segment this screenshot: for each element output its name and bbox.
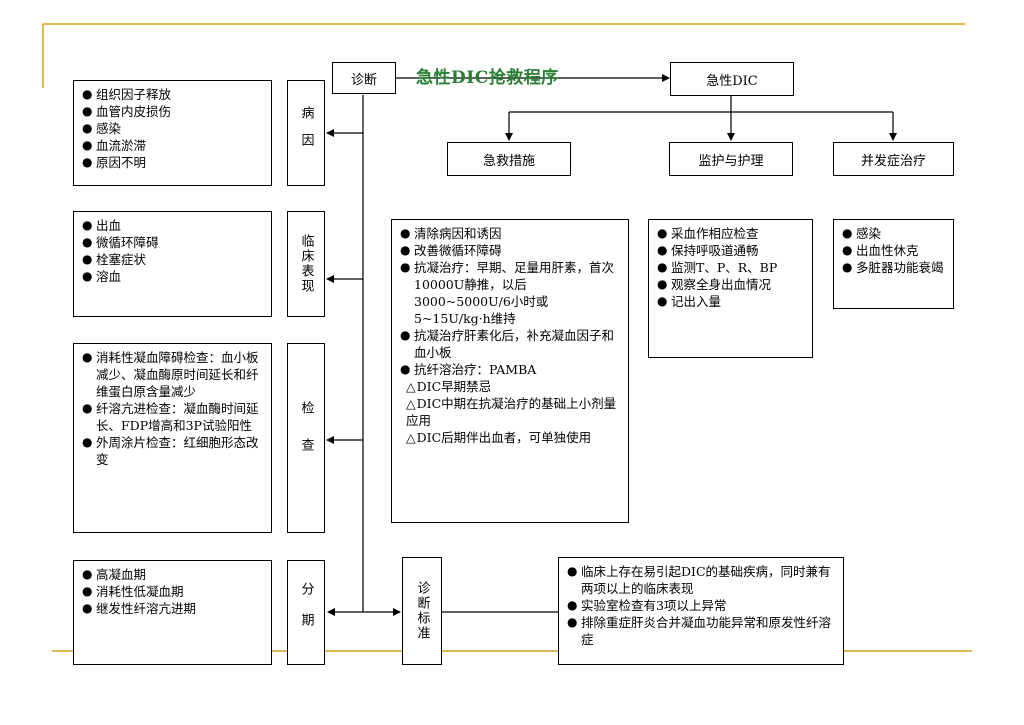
list-item: 感染 bbox=[842, 225, 947, 242]
list-item: 栓塞症状 bbox=[82, 251, 265, 268]
list-item: 清除病因和诱因 bbox=[400, 225, 622, 242]
criteria-list: 临床上存在易引起DIC的基础疾病，同时兼有两项以上的临床表现 实验室检查有3项以… bbox=[558, 557, 844, 665]
complication-box: 并发症治疗 bbox=[833, 142, 954, 176]
exam-label: 检查 bbox=[298, 401, 314, 475]
first-aid-list: 清除病因和诱因 改善微循环障碍 抗凝治疗：早期、足量用肝素，首次10000U静推… bbox=[391, 219, 629, 523]
list-item: 溶血 bbox=[82, 268, 265, 285]
sub-item-text: DIC早期禁忌 bbox=[416, 379, 492, 394]
list-item: 纤溶亢进检查：凝血酶时间延长、FDP增高和3P试验阳性 bbox=[82, 400, 265, 434]
cause-label: 病因 bbox=[298, 106, 314, 160]
list-item: 抗凝治疗：早期、足量用肝素，首次10000U静推，以后3000~5000U/6小… bbox=[400, 259, 622, 327]
page-title: 急性DIC抢救程序 bbox=[416, 68, 559, 88]
list-item: 抗凝治疗肝素化后，补充凝血因子和血小板 bbox=[400, 327, 622, 361]
list-item: 观察全身出血情况 bbox=[657, 276, 806, 293]
list-item: 排除重症肝炎合并凝血功能异常和原发性纤溶症 bbox=[567, 614, 837, 648]
exam-label-box: 检查 bbox=[287, 343, 325, 533]
exam-list: 消耗性凝血障碍检查：血小板减少、凝血酶原时间延长和纤维蛋白原含量减少 纤溶亢进检… bbox=[73, 343, 272, 533]
list-item: 临床上存在易引起DIC的基础疾病，同时兼有两项以上的临床表现 bbox=[567, 563, 837, 597]
stage-list: 高凝血期 消耗性低凝血期 继发性纤溶亢进期 bbox=[73, 560, 272, 665]
list-item: 出血 bbox=[82, 217, 265, 234]
list-item: 感染 bbox=[82, 120, 265, 137]
cause-label-box: 病因 bbox=[287, 80, 325, 186]
list-item: 记出入量 bbox=[657, 293, 806, 310]
list-item: 血流淤滞 bbox=[82, 137, 265, 154]
criteria-label-box: 诊断标准 bbox=[402, 557, 442, 665]
sub-item: △DIC后期伴出血者，可单独使用 bbox=[406, 430, 592, 445]
sub-item: △DIC中期在抗凝治疗的基础上小剂量应用 bbox=[406, 396, 617, 428]
list-item: 抗纤溶治疗：PAMBA bbox=[400, 361, 622, 378]
list-item: 高凝血期 bbox=[82, 566, 265, 583]
cause-list: 组织因子释放 血管内皮损伤 感染 血流淤滞 原因不明 bbox=[73, 80, 272, 186]
list-item: 消耗性凝血障碍检查：血小板减少、凝血酶原时间延长和纤维蛋白原含量减少 bbox=[82, 349, 265, 400]
monitor-label: 监护与护理 bbox=[698, 153, 764, 169]
sub-item-text: DIC后期伴出血者，可单独使用 bbox=[416, 430, 592, 445]
complication-list: 感染 出血性休克 多脏器功能衰竭 bbox=[833, 219, 954, 309]
sub-item-text: DIC中期在抗凝治疗的基础上小剂量应用 bbox=[406, 396, 617, 428]
list-item: 出血性休克 bbox=[842, 242, 947, 259]
list-item: 继发性纤溶亢进期 bbox=[82, 600, 265, 617]
monitor-box: 监护与护理 bbox=[669, 142, 793, 176]
list-item: 组织因子释放 bbox=[82, 86, 265, 103]
criteria-label: 诊断标准 bbox=[414, 581, 430, 641]
monitor-list: 采血作相应检查 保持呼吸道通畅 监测T、P、R、BP 观察全身出血情况 记出入量 bbox=[648, 219, 813, 358]
list-item: 监测T、P、R、BP bbox=[657, 259, 806, 276]
first-aid-box: 急救措施 bbox=[447, 142, 571, 176]
acute-dic-box: 急性DIC bbox=[670, 62, 794, 96]
list-item: 血管内皮损伤 bbox=[82, 103, 265, 120]
list-item: 原因不明 bbox=[82, 154, 265, 171]
symptom-list: 出血 微循环障碍 栓塞症状 溶血 bbox=[73, 211, 272, 317]
diagnose-box: 诊断 bbox=[332, 62, 396, 94]
symptom-label: 临床表现 bbox=[298, 234, 314, 294]
symptom-label-box: 临床表现 bbox=[287, 211, 325, 317]
diagnose-label: 诊断 bbox=[350, 72, 377, 88]
acute-dic-label: 急性DIC bbox=[706, 73, 758, 89]
first-aid-label: 急救措施 bbox=[482, 153, 535, 169]
stage-label-box: 分期 bbox=[287, 560, 325, 665]
list-item: 保持呼吸道通畅 bbox=[657, 242, 806, 259]
stage-label: 分期 bbox=[298, 581, 314, 644]
list-item: 采血作相应检查 bbox=[657, 225, 806, 242]
list-item: 外周涂片检查：红细胞形态改变 bbox=[82, 434, 265, 468]
list-item: 实验室检查有3项以上异常 bbox=[567, 597, 837, 614]
list-item: 改善微循环障碍 bbox=[400, 242, 622, 259]
sub-item: △DIC早期禁忌 bbox=[406, 379, 492, 394]
complication-label: 并发症治疗 bbox=[860, 153, 926, 169]
list-item: 消耗性低凝血期 bbox=[82, 583, 265, 600]
list-item: 微循环障碍 bbox=[82, 234, 265, 251]
list-item: 多脏器功能衰竭 bbox=[842, 259, 947, 276]
